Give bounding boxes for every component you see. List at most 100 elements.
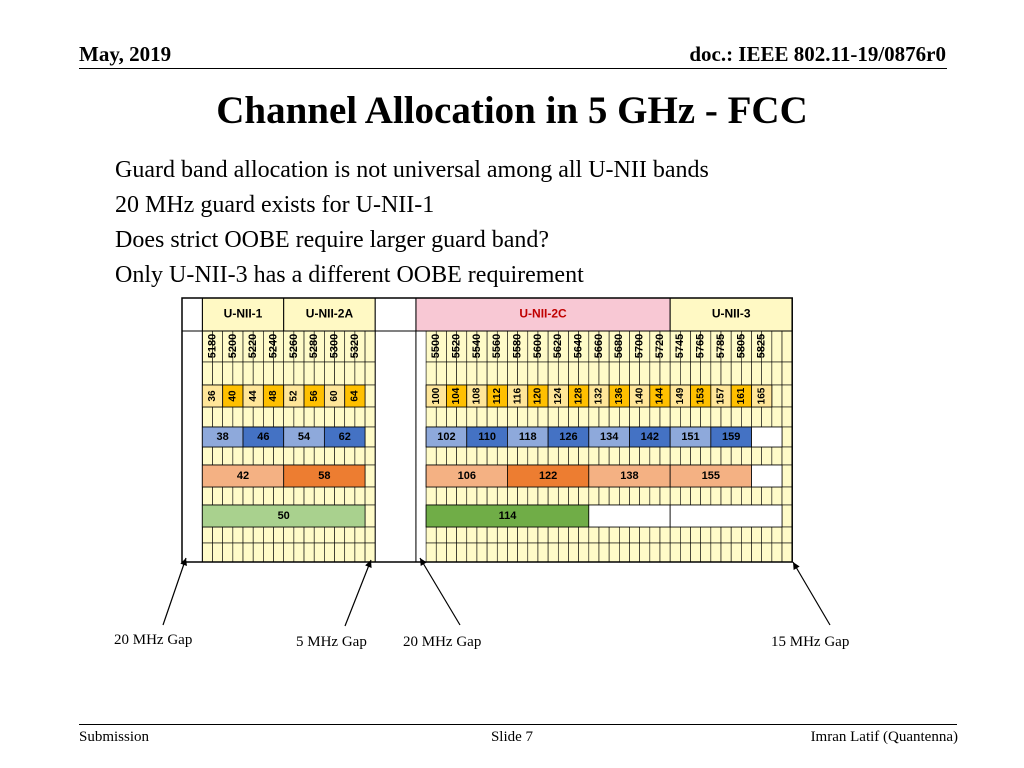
- grid-cell: [619, 526, 630, 544]
- grid-cell: [578, 526, 590, 544]
- grid-cell: [334, 361, 346, 386]
- grid-cell: [364, 486, 376, 506]
- grid-cell: [781, 526, 793, 544]
- freq-label: 5220: [247, 334, 259, 358]
- freq-label: 5240: [267, 334, 279, 358]
- grid-cell: [425, 486, 437, 506]
- arrow-gap-unii2c: [419, 557, 461, 626]
- grid-cell: [680, 361, 691, 386]
- grid-cell: [680, 526, 691, 544]
- grid-cell: [608, 406, 620, 428]
- grid-cell: [507, 486, 518, 506]
- channel-20mhz-label: 128: [573, 387, 584, 404]
- grid-cell: [456, 361, 468, 386]
- arrow-gap-unii3-head: [793, 562, 800, 570]
- grid-cell: [476, 526, 488, 544]
- gap-label-unii1: 20 MHz Gap: [114, 632, 193, 648]
- grid-cell: [690, 526, 701, 544]
- arrow-gap-unii2c-head: [420, 558, 427, 566]
- grid-cell: [781, 542, 793, 563]
- grid-cell: [629, 361, 640, 386]
- grid-cell: [232, 486, 244, 506]
- grid-cell: [446, 446, 457, 466]
- grid-cell: [629, 446, 640, 466]
- grid-cell: [222, 526, 234, 544]
- grid-cell: [730, 526, 742, 544]
- grid-cell: [649, 486, 661, 506]
- freq-label: 5320: [349, 334, 361, 358]
- band-label-1: U-NII-2A: [306, 307, 354, 321]
- grid-cell: [283, 406, 295, 428]
- channel-80mhz-label: 58: [318, 470, 330, 482]
- grid-cell: [456, 446, 468, 466]
- channel-40mhz-label: 54: [298, 431, 311, 443]
- grid-cell: [568, 526, 579, 544]
- grid-cell: [639, 486, 651, 506]
- grid-cell: [486, 542, 498, 563]
- grid-cell: [252, 542, 264, 563]
- grid-cell: [568, 446, 579, 466]
- grid-cell: [619, 446, 630, 466]
- freq-label: 5720: [654, 334, 666, 358]
- channel-20mhz-label: 108: [472, 387, 483, 404]
- grid-cell: [202, 361, 213, 386]
- grid-cell: [222, 406, 234, 428]
- grid-cell: [568, 486, 579, 506]
- freq-label: 5825: [756, 334, 768, 358]
- grid-cell: [720, 406, 732, 428]
- grid-cell: [202, 526, 213, 544]
- empty-80mhz: [751, 464, 783, 488]
- grid-cell: [639, 446, 651, 466]
- grid-cell: [212, 406, 223, 428]
- footer-submission: Submission: [79, 729, 150, 745]
- freq-label: 5500: [430, 334, 442, 358]
- grid-cell: [537, 486, 549, 506]
- grid-cell: [486, 406, 498, 428]
- grid-cell: [781, 406, 793, 428]
- grid-cell: [242, 361, 254, 386]
- grid-cell: [435, 542, 447, 563]
- band-label-2: U-NII-2C: [519, 307, 567, 321]
- grid-cell: [649, 406, 661, 428]
- grid-cell: [303, 361, 315, 386]
- grid-cell: [252, 526, 264, 544]
- grid-cell: [588, 406, 600, 428]
- grid-cell: [578, 542, 590, 563]
- channel-20mhz-label: 136: [614, 387, 625, 404]
- channel-40mhz-label: 151: [681, 431, 699, 443]
- grid-cell: [781, 504, 793, 528]
- grid-cell: [639, 526, 651, 544]
- header-divider: [79, 68, 947, 69]
- grid-cell: [293, 542, 305, 563]
- grid-cell: [283, 526, 295, 544]
- channel-40mhz-label: 102: [437, 431, 455, 443]
- grid-cell: [293, 361, 305, 386]
- grid-cell: [690, 446, 701, 466]
- grid-cell: [710, 446, 722, 466]
- grid-cell: [344, 526, 356, 544]
- channel-40mhz-label: 38: [217, 431, 229, 443]
- grid-cell: [578, 446, 590, 466]
- grid-cell: [741, 361, 752, 386]
- grid-cell: [517, 361, 529, 386]
- grid-cell: [263, 486, 274, 506]
- freq-label: 5520: [450, 334, 462, 358]
- grid-cell: [232, 446, 244, 466]
- grid-cell: [578, 486, 590, 506]
- grid-cell: [741, 526, 752, 544]
- channel-40mhz-label: 62: [339, 431, 351, 443]
- grid-cell: [781, 464, 793, 488]
- channel-20mhz-label: 40: [227, 390, 238, 402]
- grid-cell: [354, 361, 366, 386]
- channel-40mhz-label: 46: [257, 431, 269, 443]
- grid-cell: [507, 542, 518, 563]
- grid-cell: [619, 406, 630, 428]
- channel-20mhz-label: 44: [248, 390, 259, 402]
- grid-cell: [598, 361, 610, 386]
- grid-cell: [568, 361, 579, 386]
- grid-cell: [252, 361, 264, 386]
- channel-20mhz-label: 120: [533, 387, 544, 404]
- freq-label: 5260: [288, 334, 300, 358]
- grid-cell: [598, 542, 610, 563]
- grid-cell: [242, 526, 254, 544]
